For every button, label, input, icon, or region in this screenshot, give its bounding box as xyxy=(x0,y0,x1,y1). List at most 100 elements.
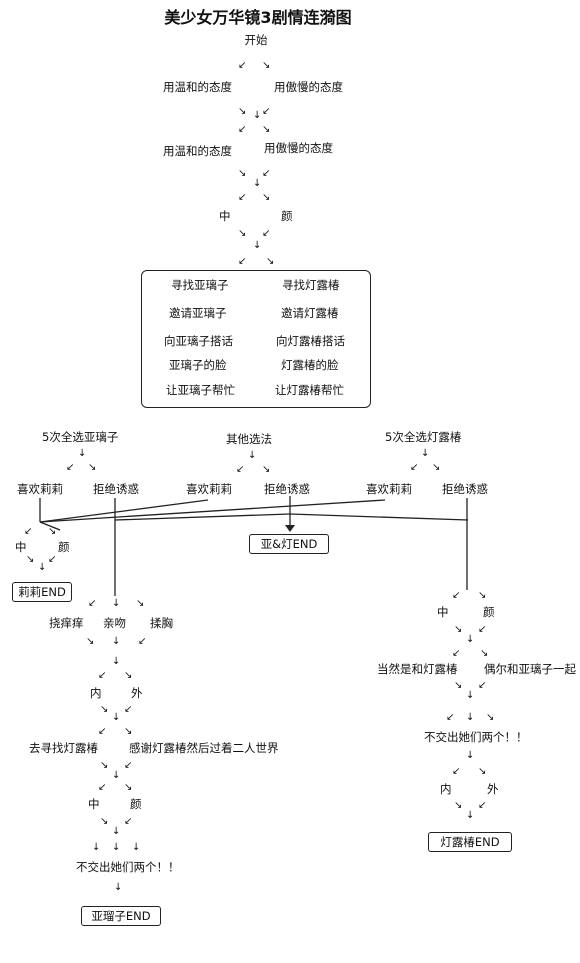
arrow-icon: ↘ xyxy=(88,462,97,473)
arisu-q2-right: 外 xyxy=(131,686,143,700)
tsuyu-q1-right: 颜 xyxy=(483,605,495,619)
choice-1-left: 用温和的态度 xyxy=(163,80,232,94)
arisu-q3-right: 感谢灯露椿然后过着二人世界 xyxy=(129,741,279,755)
arrow-icon: ↘ xyxy=(262,124,271,135)
tsuyu-q1-left: 中 xyxy=(437,605,449,619)
arrow-icon: ↘ xyxy=(486,712,495,723)
arrow-icon: ↓ xyxy=(112,636,121,647)
arrow-icon: ↓ xyxy=(112,826,121,837)
box-right-item: 向灯露椿搭话 xyxy=(276,334,345,348)
arrow-icon: ↙ xyxy=(98,726,107,737)
choice-3-left: 中 xyxy=(219,209,231,223)
arrow-icon: ↓ xyxy=(466,750,475,761)
arrow-icon: ↙ xyxy=(238,124,247,135)
choice-3-right: 颜 xyxy=(281,209,293,223)
arisu-q1-c: 揉胸 xyxy=(150,616,173,630)
route-tsuyu: 5次全选灯露椿 xyxy=(385,430,462,444)
arrow-icon: ↘ xyxy=(100,760,109,771)
box-right-item: 寻找灯露椿 xyxy=(282,278,340,292)
arrow-icon: ↘ xyxy=(238,168,247,179)
lily-choice-left: 中 xyxy=(15,540,27,554)
arisu-q2-left: 内 xyxy=(90,686,102,700)
choice-2-left: 用温和的态度 xyxy=(163,144,232,158)
arrow-icon: ↓ xyxy=(466,634,475,645)
choice-box xyxy=(141,270,371,408)
arrow-icon: ↓ xyxy=(112,842,121,853)
arrow-icon: ↓ xyxy=(92,842,101,853)
both-end: 亚&灯END xyxy=(249,534,329,554)
box-right-item: 让灯露椿帮忙 xyxy=(275,383,344,397)
arrow-icon: ↘ xyxy=(124,782,133,793)
tsuyu-end: 灯露椿END xyxy=(428,832,512,852)
arrow-icon: ↓ xyxy=(112,598,121,609)
start-node: 开始 xyxy=(244,33,268,47)
arrow-icon: ↙ xyxy=(48,554,57,565)
arrow-icon: ↘ xyxy=(478,766,487,777)
tsuyu-q4-left: 内 xyxy=(440,782,452,796)
arrow-icon: ↘ xyxy=(86,636,95,647)
choice-2-right: 用傲慢的态度 xyxy=(264,141,333,155)
arrow-icon: ↓ xyxy=(253,240,262,251)
arrow-icon: ↙ xyxy=(238,192,247,203)
route-other: 其他选法 xyxy=(226,432,272,446)
arisu-final-choice: 不交出她们两个！！ xyxy=(76,860,180,874)
arrow-icon: ↙ xyxy=(24,526,33,537)
arrow-icon: ↙ xyxy=(124,816,133,827)
arrow-icon: ↙ xyxy=(124,760,133,771)
arrow-icon: ↙ xyxy=(410,462,419,473)
arrow-icon: ↘ xyxy=(262,192,271,203)
arrow-icon: ↘ xyxy=(454,624,463,635)
arrow-icon: ↓ xyxy=(114,882,123,893)
arrow-icon: ↙ xyxy=(124,704,133,715)
arrow-icon: ↘ xyxy=(266,256,275,267)
arrow-icon: ↙ xyxy=(262,228,271,239)
route-arisu: 5次全选亚璃子 xyxy=(42,430,119,444)
diagram-title: 美少女万华镜3剧情连漪图 xyxy=(164,8,352,27)
arrow-icon: ↙ xyxy=(262,168,271,179)
arrow-icon: ↙ xyxy=(446,712,455,723)
arrow-icon: ↙ xyxy=(88,598,97,609)
arrow-icon: ↙ xyxy=(478,680,487,691)
arrow-icon: ↓ xyxy=(38,562,47,573)
box-right-item: 灯露椿的脸 xyxy=(281,358,339,372)
arisu-q1-a: 挠痒痒 xyxy=(49,616,84,630)
arrow-icon: ↓ xyxy=(78,448,87,459)
arrow-icon: ↘ xyxy=(124,726,133,737)
arisu-q4-right: 颜 xyxy=(130,797,142,811)
arisu-q1-b: 亲吻 xyxy=(103,616,126,630)
arrow-icon: ↘ xyxy=(454,680,463,691)
arrow-icon: ↓ xyxy=(466,810,475,821)
arisu-end: 亚瑠子END xyxy=(81,906,161,926)
arrow-icon: ↘ xyxy=(48,526,57,537)
refuse-a: 拒绝诱惑 xyxy=(93,482,139,496)
arrow-icon: ↙ xyxy=(138,636,147,647)
lily-choice-right: 颜 xyxy=(58,540,70,554)
arrow-icon: ↘ xyxy=(124,670,133,681)
box-left-item: 邀请亚璃子 xyxy=(169,306,227,320)
choice-1-right: 用傲慢的态度 xyxy=(274,80,343,94)
arrow-icon: ↘ xyxy=(480,648,489,659)
box-right-item: 邀请灯露椿 xyxy=(281,306,339,320)
arrow-icon: ↙ xyxy=(262,106,271,117)
arrow-icon: ↙ xyxy=(98,670,107,681)
arrow-icon: ↓ xyxy=(466,712,475,723)
arrow-icon: ↘ xyxy=(136,598,145,609)
arrow-icon: ↘ xyxy=(100,704,109,715)
tsuyu-q4-right: 外 xyxy=(487,782,499,796)
arrow-icon: ↓ xyxy=(421,448,430,459)
arrow-icon: ↙ xyxy=(478,800,487,811)
arrow-icon: ↓ xyxy=(253,178,262,189)
arrow-icon: ↙ xyxy=(238,60,247,71)
tsuyu-q2-right: 偶尔和亚璃子一起 xyxy=(484,662,576,676)
arrow-icon: ↙ xyxy=(452,766,461,777)
tsuyu-q2-left: 当然是和灯露椿 xyxy=(377,662,458,676)
arrow-icon: ↓ xyxy=(112,712,121,723)
arrow-icon: ↘ xyxy=(478,590,487,601)
arrow-icon: ↓ xyxy=(112,770,121,781)
arrow-icon: ↙ xyxy=(236,464,245,475)
arrow-icon: ↙ xyxy=(478,624,487,635)
like-lily-c: 喜欢莉莉 xyxy=(366,482,412,496)
box-left-item: 让亚璃子帮忙 xyxy=(166,383,235,397)
arisu-q4-left: 中 xyxy=(88,797,100,811)
